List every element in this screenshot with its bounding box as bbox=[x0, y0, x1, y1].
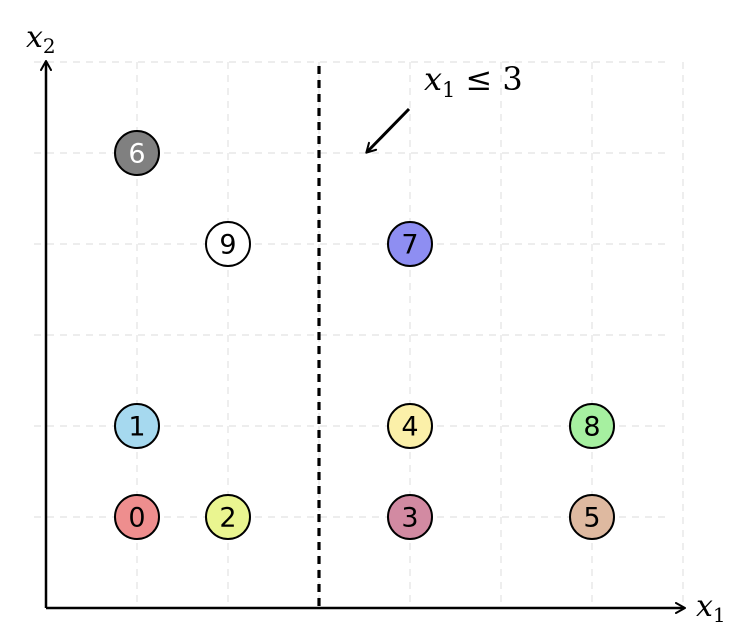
data-point-label: 2 bbox=[219, 503, 236, 534]
data-point-4: 4 bbox=[387, 403, 433, 449]
data-point-1: 1 bbox=[114, 403, 160, 449]
x-axis-label: x1 bbox=[696, 589, 726, 627]
data-point-label: 1 bbox=[128, 412, 145, 443]
data-point-marker bbox=[387, 403, 433, 449]
data-point-marker bbox=[114, 494, 160, 540]
data-point-6: 6 bbox=[114, 130, 160, 176]
data-point-marker bbox=[114, 130, 160, 176]
data-point-label: 9 bbox=[219, 230, 236, 261]
data-point-5: 5 bbox=[569, 494, 615, 540]
data-point-marker bbox=[387, 494, 433, 540]
data-point-label: 3 bbox=[401, 503, 418, 534]
data-point-marker bbox=[205, 221, 251, 267]
data-point-0: 0 bbox=[114, 494, 160, 540]
data-points: 0 1 2 3 4 5 6 7 8 9 bbox=[114, 130, 615, 540]
data-point-marker bbox=[205, 494, 251, 540]
data-point-label: 4 bbox=[401, 412, 418, 443]
y-axis-label: x2 bbox=[26, 20, 56, 58]
data-point-label: 7 bbox=[401, 230, 418, 261]
data-point-label: 6 bbox=[128, 139, 145, 170]
data-point-2: 2 bbox=[205, 494, 251, 540]
data-point-marker bbox=[569, 494, 615, 540]
data-point-label: 0 bbox=[128, 503, 145, 534]
split-annotation-arrow bbox=[365, 107, 411, 154]
data-point-9: 9 bbox=[205, 221, 251, 267]
split-condition-label: x1≤ 3 bbox=[424, 60, 523, 102]
data-point-marker bbox=[569, 403, 615, 449]
data-point-label: 5 bbox=[583, 503, 600, 534]
data-point-marker bbox=[114, 403, 160, 449]
data-point-7: 7 bbox=[387, 221, 433, 267]
data-point-8: 8 bbox=[569, 403, 615, 449]
data-point-3: 3 bbox=[387, 494, 433, 540]
data-point-label: 8 bbox=[583, 412, 600, 443]
data-point-marker bbox=[387, 221, 433, 267]
